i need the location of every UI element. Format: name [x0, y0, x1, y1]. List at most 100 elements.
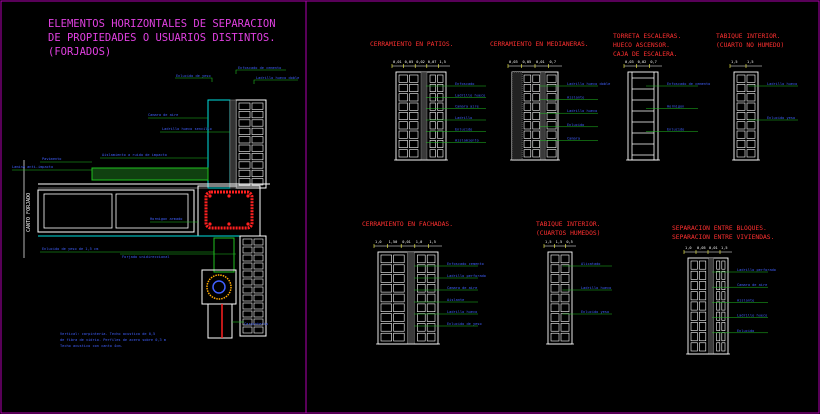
brick-cell	[242, 302, 253, 310]
brick-cell	[523, 84, 532, 92]
brick-cell	[398, 84, 408, 92]
brick-cell	[417, 323, 426, 332]
brick-cell	[550, 313, 560, 322]
brick-cell	[251, 102, 264, 110]
section-label: Enlucido	[455, 127, 472, 131]
section-label: Enlucido	[737, 329, 754, 333]
brick-cell	[238, 169, 251, 177]
brick-cell	[429, 130, 436, 139]
brick-cell	[690, 322, 698, 331]
dim-label: 1,0	[685, 246, 692, 250]
section-label: Enfoscado de cemento	[667, 82, 710, 86]
brick-cell	[690, 260, 698, 270]
floor-finish	[91, 167, 209, 181]
left-title-line-2: DE PROPIEDADES O USUARIOS DISTINTOS.	[48, 32, 276, 44]
brick-cell	[238, 111, 251, 119]
brick-cell	[238, 153, 251, 161]
brick-cell	[253, 310, 264, 318]
insulation	[420, 71, 428, 161]
section-label: Ladrillo hueco	[567, 109, 597, 113]
brick-cell	[746, 102, 756, 111]
lower-wall	[239, 235, 267, 337]
label-forjado: Forjado unidireccional	[122, 255, 170, 259]
brick-cell	[398, 112, 408, 120]
brick-cell	[251, 111, 264, 119]
brick-cell	[699, 332, 707, 342]
brick-cell	[238, 178, 251, 186]
rebar-dot	[208, 222, 212, 226]
brick-cell	[253, 270, 264, 278]
section-label: Camara aire	[455, 105, 479, 109]
brick-cell	[417, 254, 426, 264]
brick-cell	[251, 153, 264, 161]
brick-cell	[532, 112, 540, 120]
brick-cell	[393, 264, 405, 273]
brick-cell	[721, 332, 726, 342]
slab-void-2	[115, 193, 189, 229]
wall-outline	[627, 71, 659, 161]
brick-cell	[242, 238, 253, 246]
section-label: Ladrillo hueco	[767, 82, 797, 86]
brick-cell	[736, 102, 746, 111]
brick-cell	[253, 286, 264, 294]
brick-cell	[690, 281, 698, 290]
brick-cell	[523, 130, 532, 139]
brick-cell	[550, 303, 560, 312]
brick-cell	[699, 342, 707, 352]
brick-cell	[380, 313, 392, 322]
brick-cell	[409, 102, 419, 111]
brick-cell	[251, 119, 264, 127]
left-title-line-3: (FORJADOS)	[48, 46, 111, 58]
label-carpinteria: Carpinteria	[244, 322, 268, 326]
section-title-line: SEPARACION ENTRE VIVIENDAS.	[672, 234, 774, 241]
section-title-line: TORRETA ESCALERAS.	[613, 33, 681, 40]
brick-cell	[690, 291, 698, 301]
insulation	[708, 257, 714, 355]
dim-label: 0,02	[416, 60, 425, 64]
beam-rebar-dots	[208, 194, 250, 226]
brick-cell	[716, 342, 721, 352]
brick-cell	[429, 84, 436, 92]
brick-cell	[409, 112, 419, 120]
brick-cell	[437, 140, 444, 148]
section-title-line: CAJA DE ESCALERA.	[613, 51, 677, 58]
brick-cell	[560, 303, 570, 312]
brick-cell	[546, 93, 557, 102]
brick-cell	[560, 284, 570, 293]
section-title-line: TABIQUE INTERIOR.	[716, 33, 780, 40]
brick-cell	[253, 294, 264, 302]
brick-cell	[699, 260, 707, 270]
brick-cell	[736, 74, 746, 83]
shutter-coil	[206, 274, 232, 300]
section-label: Aislante	[447, 298, 464, 302]
section-label: Ladrillo hueco	[581, 286, 611, 290]
brick-cell	[546, 102, 557, 111]
brick-cell	[238, 161, 251, 169]
brick-cell	[716, 322, 721, 331]
brick-cell	[560, 274, 570, 283]
brick-cell	[746, 121, 756, 130]
brick-cell	[253, 238, 264, 246]
brick-cell	[746, 84, 756, 92]
wall-outline	[733, 71, 759, 161]
brick-cell	[398, 130, 408, 139]
label-lamina: Lamina anti-impacto	[12, 165, 53, 169]
brick-cell	[429, 74, 436, 83]
section-label: Ladrillo perforado	[737, 268, 776, 272]
dim-label: 1,50	[389, 240, 398, 244]
section-label: Enfoscado cemento	[447, 262, 484, 266]
brick-cell	[690, 311, 698, 321]
brick-cell	[532, 130, 540, 139]
brick-cell	[398, 102, 408, 111]
brick-cell	[251, 136, 264, 144]
brick-cell	[251, 144, 264, 152]
label-enlucido: Enlucido de yeso	[176, 74, 211, 78]
section-title-line: (CUARTO NO HUMEDO)	[716, 42, 784, 49]
left-title-line-1: ELEMENTOS HORIZONTALES DE SEPARACION	[48, 18, 276, 30]
dim-label: 1,5	[545, 240, 552, 244]
label-aislamiento: Aislamiento a ruido de impacto	[102, 153, 167, 157]
brick-cell	[393, 274, 405, 283]
brick-cell	[437, 84, 444, 92]
